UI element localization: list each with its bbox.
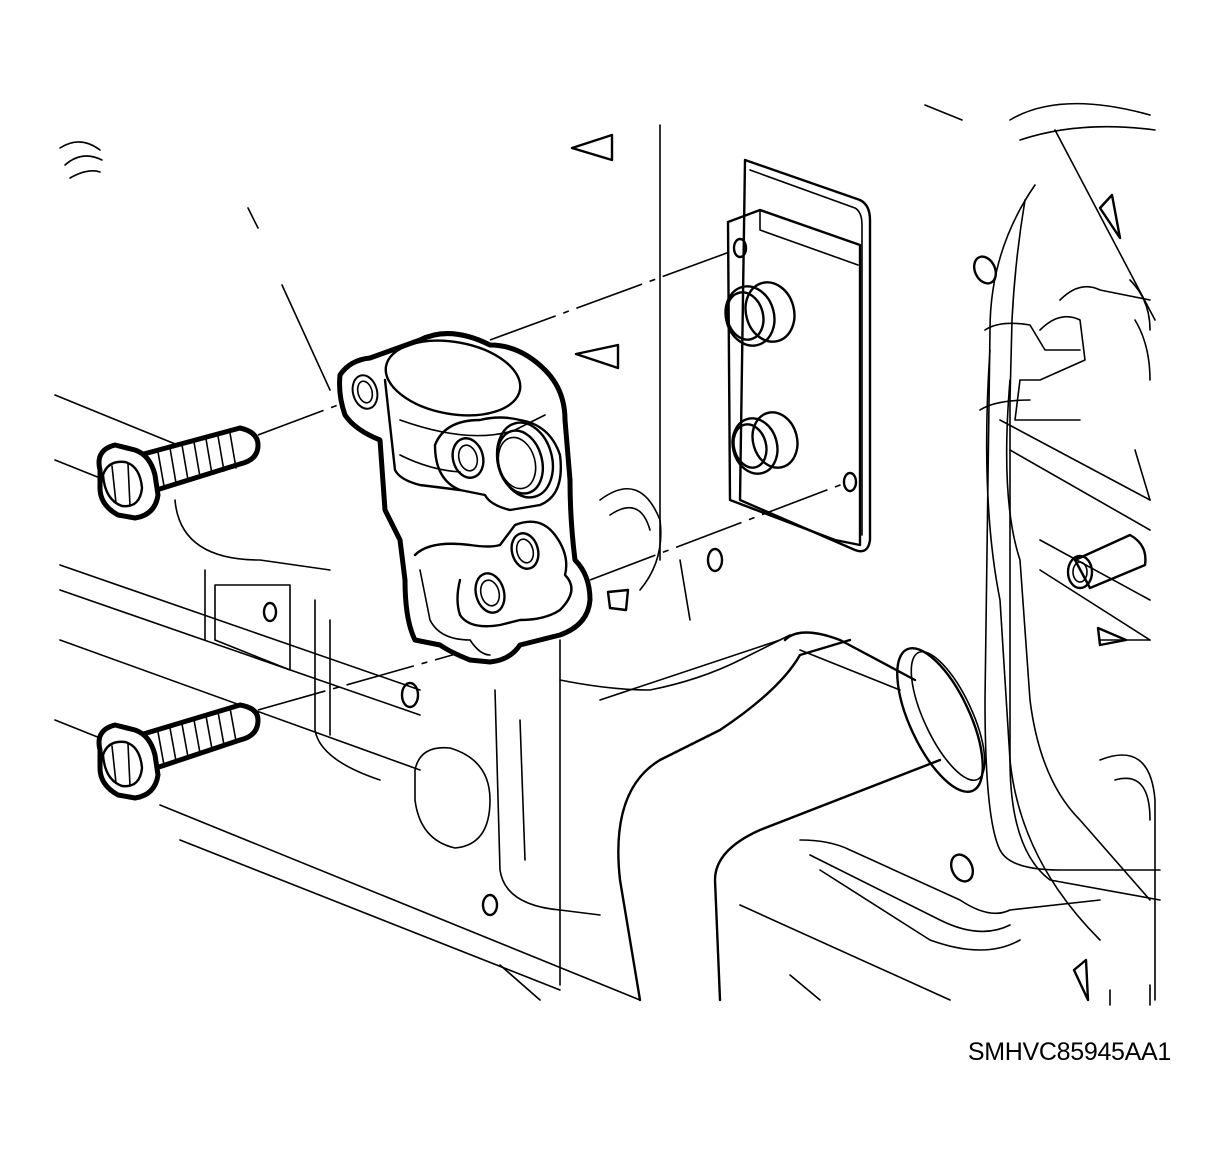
- figure-reference-label: SMHVC85945AA1: [967, 1038, 1171, 1066]
- panel-contours: [799, 184, 1161, 951]
- refrigerant-pipe: [559, 631, 986, 1002]
- mounting-plate: [724, 158, 872, 553]
- expansion-valve-block: [337, 331, 593, 665]
- background-structure: [54, 102, 1156, 1006]
- upper-bolt: [96, 425, 261, 521]
- tabs-and-holes: [262, 133, 1128, 1002]
- alignment-lines: [257, 249, 849, 711]
- lower-bolt: [96, 702, 261, 801]
- mounting-stud: [1066, 533, 1147, 590]
